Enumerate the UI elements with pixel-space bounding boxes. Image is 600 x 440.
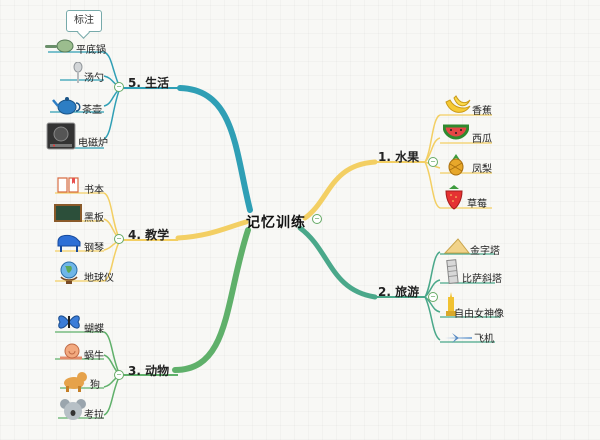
item-leaning-tower[interactable]: 比萨斜塔 [462,274,502,285]
dog-icon [64,372,87,392]
item-piano[interactable]: 钢琴 [84,243,104,254]
root-topic[interactable]: 记忆训练 [246,215,306,231]
item-koala[interactable]: 考拉 [84,410,104,421]
item-pyramid[interactable]: 金字塔 [470,246,500,257]
pyramid-icon [444,238,470,254]
piano-icon [57,234,81,252]
soup-spoon-icon [73,62,83,83]
collapse-toggle-life[interactable]: − [114,82,124,92]
collapse-toggle-fruit[interactable]: − [428,157,438,167]
book-icon [57,177,79,193]
leaning-tower-icon [446,259,459,284]
branch-travel[interactable]: 2. 旅游 [378,285,420,299]
item-butterfly[interactable]: 蝴蝶 [84,324,104,335]
collapse-toggle-teaching[interactable]: − [114,234,124,244]
link-root-animal [172,227,251,373]
strawberry-icon [445,185,463,210]
branch-fruit[interactable]: 1. 水果 [378,150,420,164]
link-root-life [177,85,253,213]
induction-cooker-icon [46,122,76,150]
item-pineapple[interactable]: 凤梨 [472,164,492,175]
link-root-teaching [175,219,249,241]
collapse-toggle-animal[interactable]: − [114,370,124,380]
butterfly-icon [58,315,80,329]
link-root-travel [297,225,378,300]
branch-teaching[interactable]: 4. 教学 [128,228,170,242]
pineapple-icon [448,154,464,176]
item-snail[interactable]: 蜗牛 [84,351,104,362]
globe-icon [60,261,78,284]
snail-icon [60,343,82,360]
item-induction-cooker[interactable]: 电磁炉 [78,138,108,149]
watermelon-icon [443,124,469,140]
airplane-icon [445,333,472,343]
blackboard-icon [54,204,82,222]
teapot-icon [52,97,81,115]
item-statue-of-liberty[interactable]: 自由女神像 [454,309,504,320]
item-airplane[interactable]: 飞机 [474,334,494,345]
item-book[interactable]: 书本 [84,185,104,196]
branch-animal[interactable]: 3. 动物 [128,364,170,378]
note-callout[interactable]: 标注 [66,10,102,32]
item-blackboard[interactable]: 黑板 [84,213,104,224]
branch-life[interactable]: 5. 生活 [128,76,170,90]
link-root-fruit [302,159,378,221]
item-soup-spoon[interactable]: 汤勺 [84,73,104,84]
koala-icon [60,399,86,420]
item-globe[interactable]: 地球仪 [84,273,114,284]
collapse-toggle-root[interactable]: − [312,214,322,224]
item-dog[interactable]: 狗 [90,380,100,391]
item-watermelon[interactable]: 西瓜 [472,134,492,145]
item-strawberry[interactable]: 草莓 [467,199,487,210]
statue-of-liberty-icon [446,292,456,316]
item-teapot[interactable]: 茶壶 [82,105,102,116]
collapse-toggle-travel[interactable]: − [428,292,438,302]
item-frying-pan[interactable]: 平底锅 [76,45,106,56]
banana-icon [445,95,471,113]
frying-pan-icon [45,39,74,53]
item-banana[interactable]: 香蕉 [472,106,492,117]
